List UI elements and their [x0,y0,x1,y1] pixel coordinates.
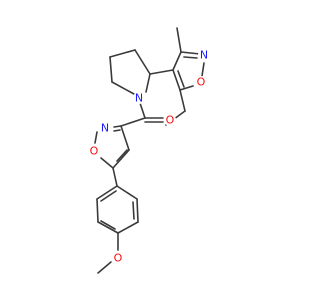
bond [116,185,138,200]
bond [201,62,205,77]
methoxy-oxygen: O [112,252,124,265]
atom-label: O [90,145,99,158]
bond [149,69,174,75]
bond [139,102,146,119]
bond [117,221,139,234]
bond [179,85,194,91]
bond [97,261,112,274]
bond [111,81,135,95]
bond [116,149,128,162]
bond [176,27,182,53]
bond [180,51,201,55]
bond-layer [94,27,205,274]
bond [112,149,130,169]
bond [134,49,151,75]
bond [100,190,117,202]
atom-label: N [200,49,208,62]
bond [97,221,119,234]
bond [177,70,185,88]
bond [100,220,116,230]
isoxazole-top-nitrogen: N [198,49,210,62]
atom-label: O [197,76,206,89]
atom-label: O [114,252,123,265]
bond [120,117,146,127]
bond [113,129,121,132]
bond [179,89,186,112]
atom-label: N [135,92,143,105]
bond [109,56,113,83]
bond [172,51,182,71]
isoxazole-top-oxygen: O [195,76,207,89]
bond [136,198,139,223]
bond [113,125,122,128]
carbonyl-oxygen: O [164,114,176,127]
bond [109,49,136,58]
bond [172,69,181,91]
isoxazole-mid-nitrogen: N [99,122,111,135]
molecule-structure-diagram: N O N O N O O [88,27,210,274]
bond [183,56,198,59]
bond [145,73,151,93]
bond [132,201,135,220]
isoxazole-mid-oxygen: O [88,145,100,158]
atom-label: N [101,122,109,135]
pyrrolidine-nitrogen: N [133,92,145,105]
atom-label: O [166,114,175,127]
bond [100,157,114,169]
bond [96,185,118,200]
bond [94,131,98,144]
atom-label-layer: N O N O N O O [88,49,210,265]
bond [96,198,99,223]
bond [112,167,118,187]
bond [120,125,130,151]
